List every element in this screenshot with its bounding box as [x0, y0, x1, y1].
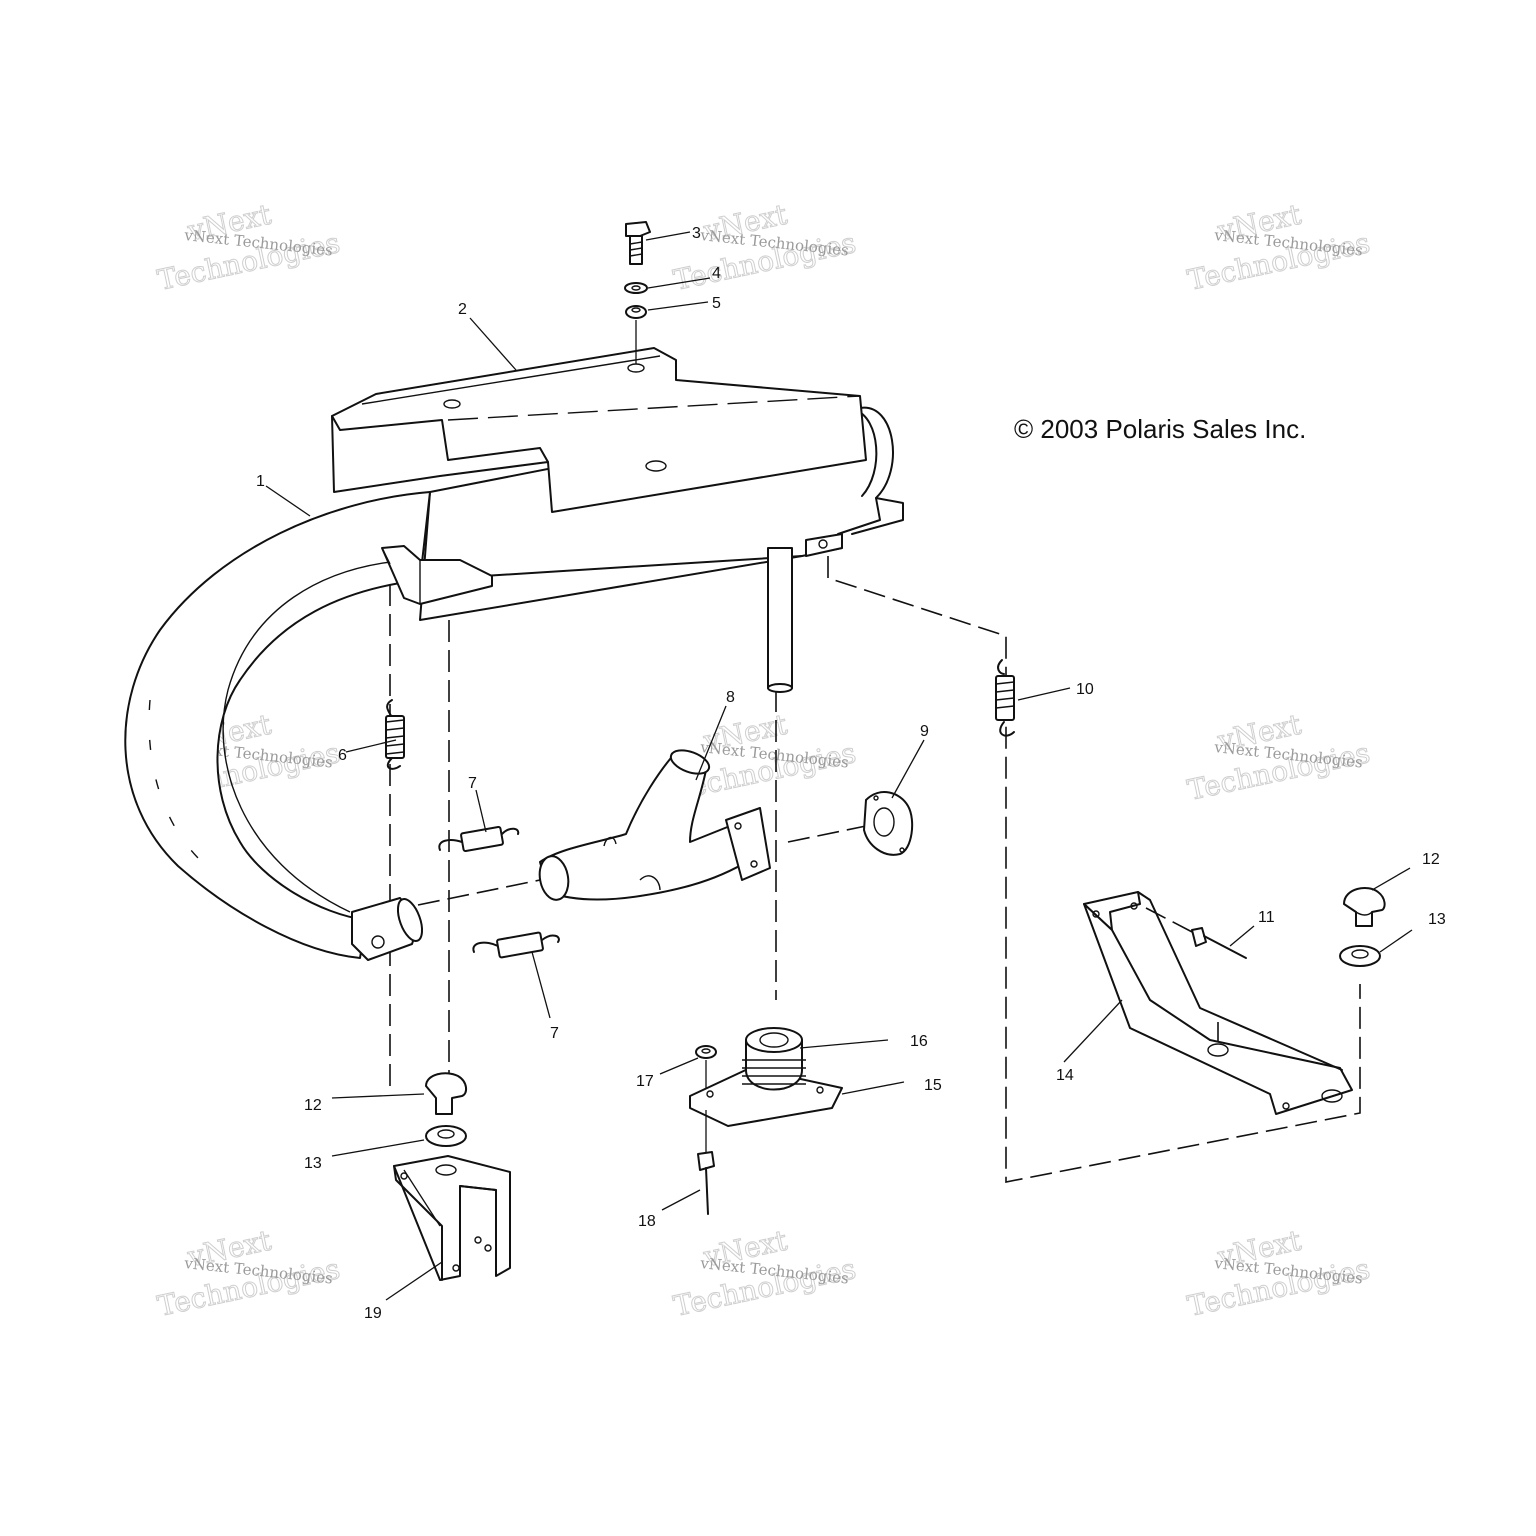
callout-6: 6 — [338, 747, 347, 764]
part-13-washer-left — [425, 1125, 467, 1147]
part-13-washer-right — [1339, 945, 1381, 967]
callout-1: 1 — [256, 473, 265, 490]
callout-9: 9 — [920, 723, 929, 740]
copyright-notice: © 2003 Polaris Sales Inc. — [1014, 414, 1306, 444]
part-14-rear-bracket — [1083, 891, 1353, 1115]
callout-14: 14 — [1056, 1067, 1074, 1084]
part-1-muffler-assembly — [124, 406, 904, 961]
part-7-spring-upper — [438, 825, 520, 853]
part-2-heat-shield — [331, 347, 867, 513]
callout-7-lower: 7 — [550, 1025, 559, 1042]
callout-5: 5 — [712, 295, 721, 312]
parts-3-5-bolt-and-washers — [624, 221, 651, 364]
callout-11: 11 — [1258, 909, 1275, 926]
part-12-grommet-left — [425, 1072, 468, 1115]
leader-lines — [265, 231, 1413, 1301]
assembly-guide-lines — [389, 556, 1361, 1183]
callout-17: 17 — [636, 1073, 654, 1090]
callout-2: 2 — [458, 301, 467, 318]
callout-15: 15 — [924, 1077, 942, 1094]
callout-3: 3 — [692, 225, 701, 242]
part-8-y-pipe — [538, 749, 771, 901]
callout-8: 8 — [726, 689, 735, 706]
callout-numbers: 1 2 3 4 5 6 7 7 8 9 10 11 12 13 14 15 16… — [256, 225, 1446, 1322]
callout-19: 19 — [364, 1305, 382, 1322]
callout-18: 18 — [638, 1213, 656, 1230]
watermarks: vNext Technologies vNext Technologies vN… — [154, 197, 1373, 1323]
part-10-spring — [995, 659, 1015, 737]
callout-12-right: 12 — [1422, 851, 1440, 868]
part-9-gasket — [863, 791, 914, 856]
part-16-isolator — [742, 1027, 806, 1091]
callout-10: 10 — [1076, 681, 1094, 698]
part-19-front-bracket — [393, 1155, 511, 1281]
part-6-spring — [385, 699, 405, 770]
callout-12-left: 12 — [304, 1097, 322, 1114]
callout-13-left: 13 — [304, 1155, 322, 1172]
callout-4: 4 — [712, 265, 721, 282]
callout-7-upper: 7 — [468, 775, 477, 792]
part-7-spring-lower — [472, 931, 560, 959]
callout-13-right: 13 — [1428, 911, 1446, 928]
part-11-screw — [1191, 927, 1247, 959]
part-17-washer — [695, 1045, 717, 1088]
part-12-grommet-right — [1343, 887, 1386, 927]
callout-16: 16 — [910, 1033, 928, 1050]
part-18-screw — [697, 1110, 715, 1215]
